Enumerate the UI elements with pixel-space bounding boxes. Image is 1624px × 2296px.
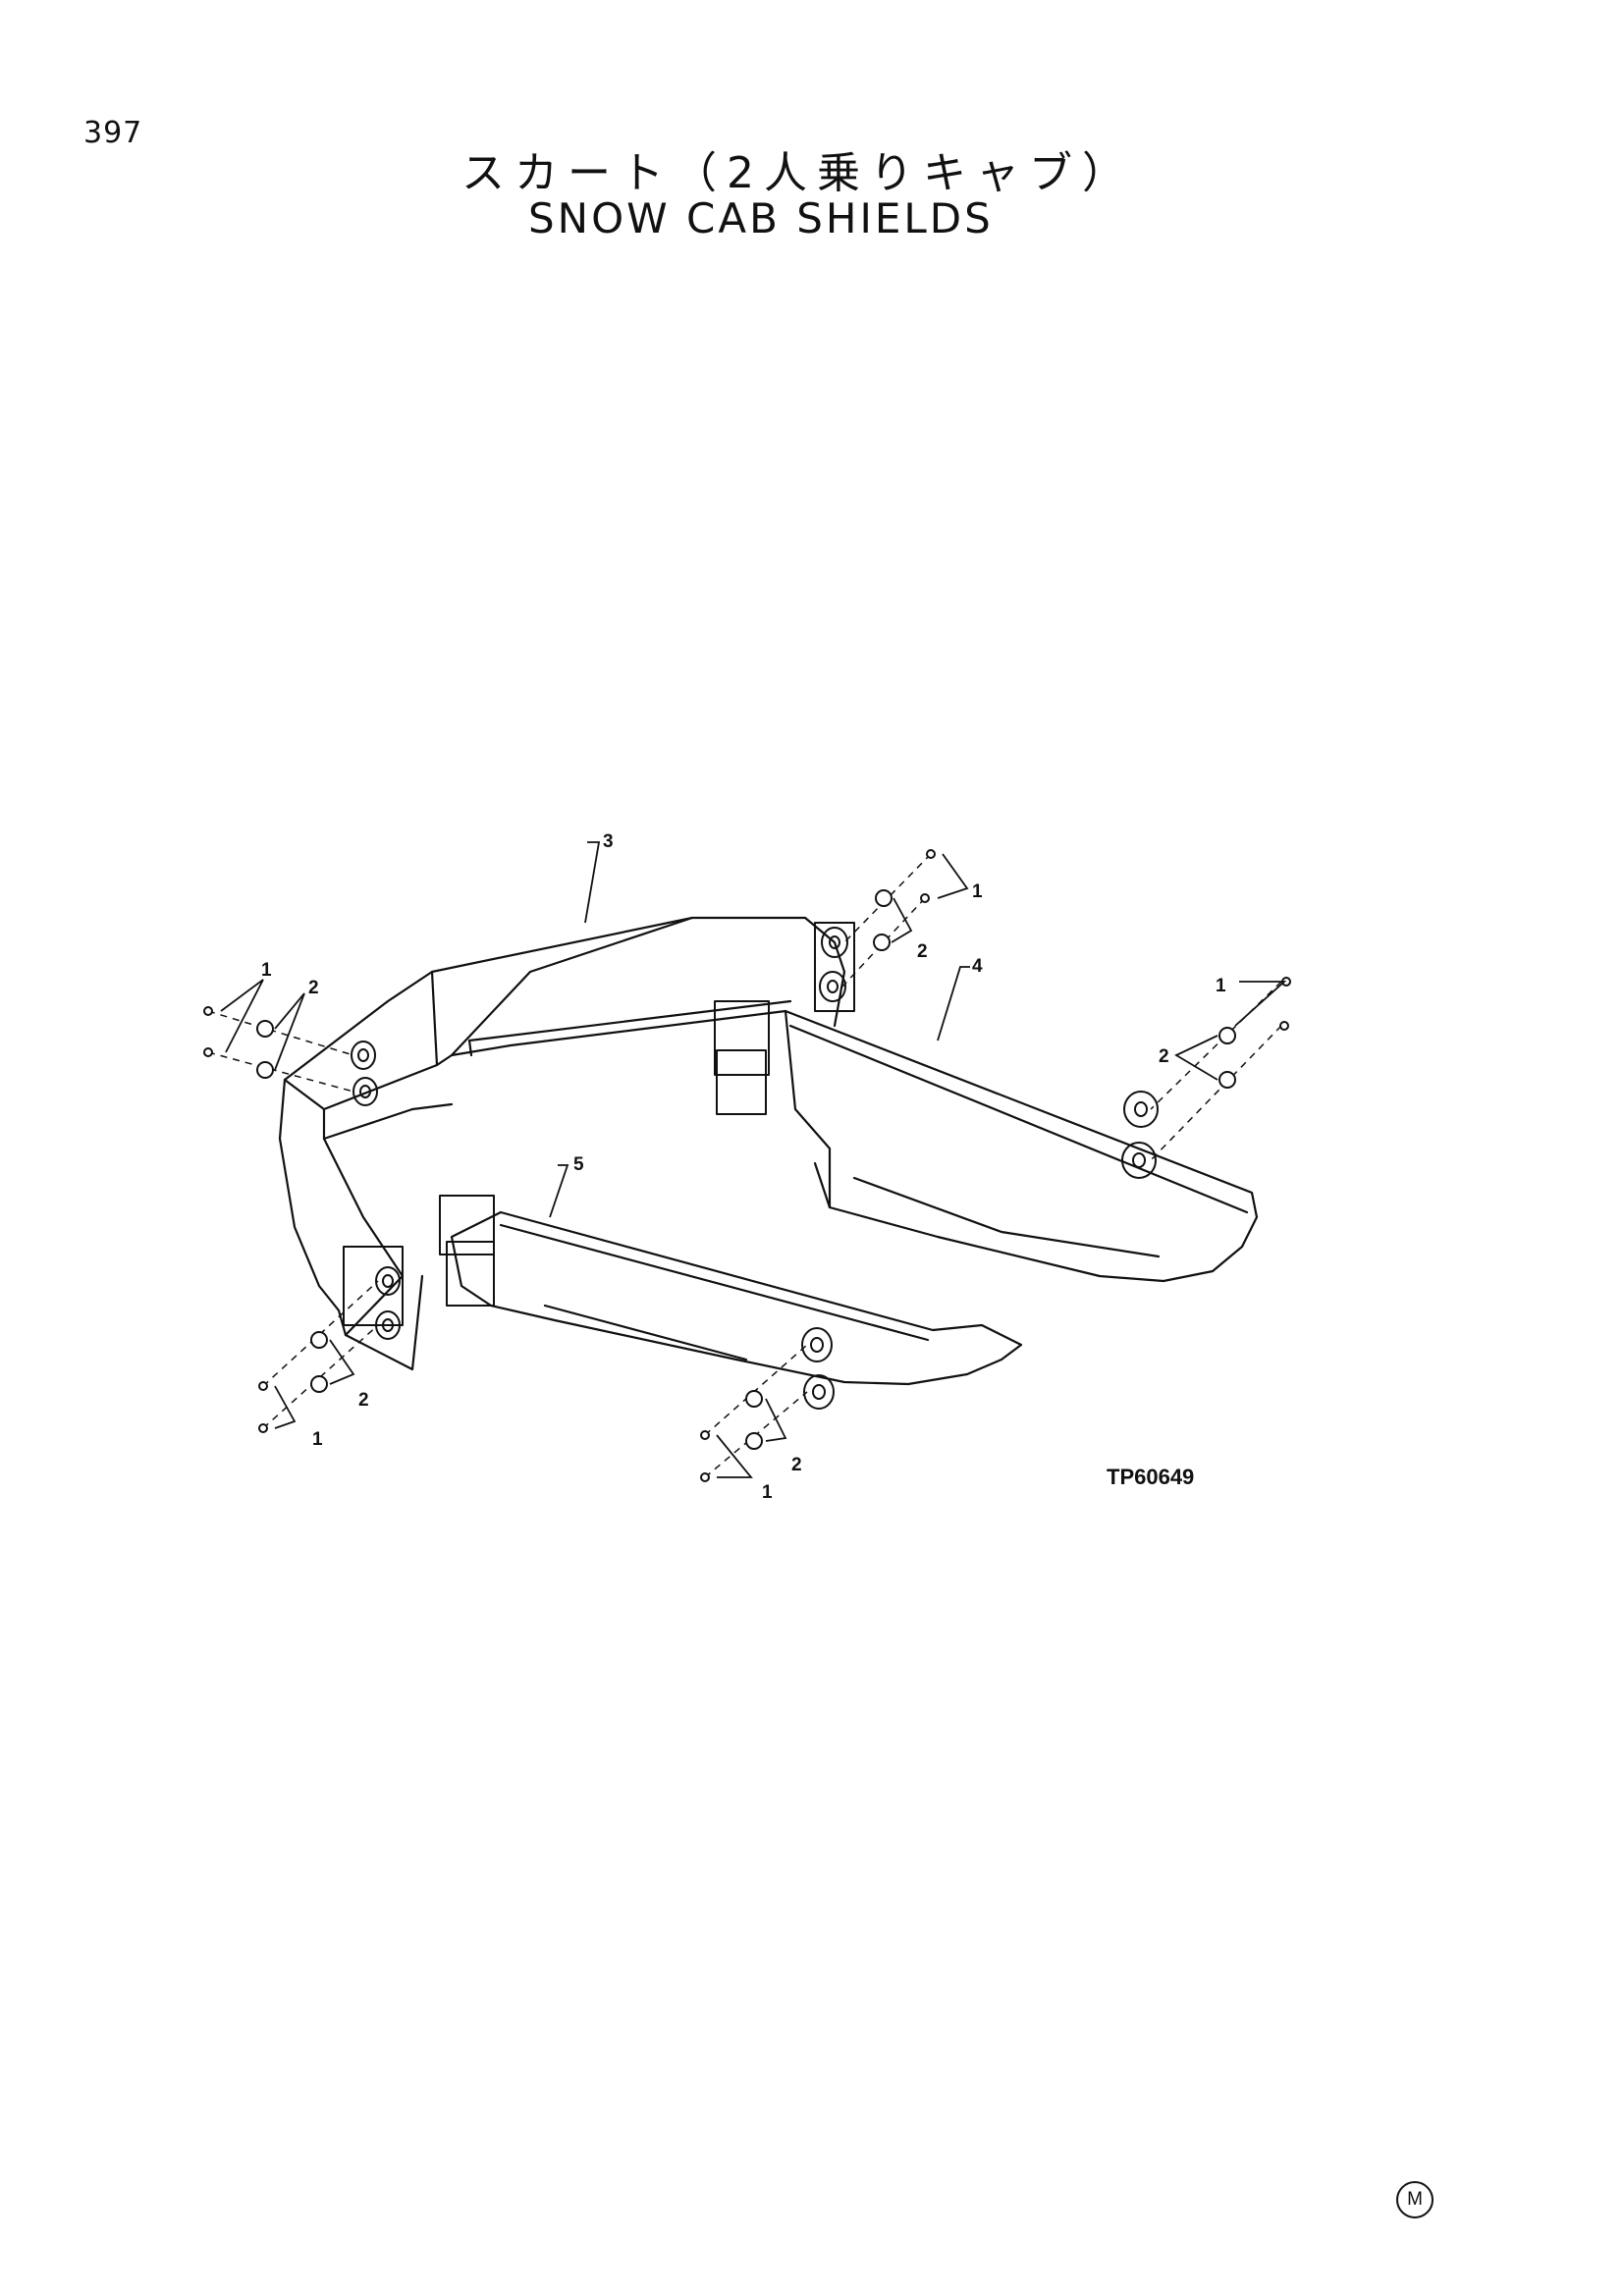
front-shield-part-5 xyxy=(450,1210,1023,1386)
right-shield-part-4 xyxy=(784,1009,1259,1283)
callout-1-front: 1 xyxy=(762,1482,773,1503)
callout-5: 5 xyxy=(573,1154,584,1175)
brackets xyxy=(343,922,855,1326)
mounting-holes xyxy=(351,927,1159,1410)
rear-shield-part-3 xyxy=(278,916,846,1371)
fasteners xyxy=(203,849,1291,1482)
bolts xyxy=(203,849,1291,1482)
callout-2-left-rear: 2 xyxy=(308,978,319,998)
callout-2-front: 2 xyxy=(791,1455,802,1475)
callout-1-front-left: 1 xyxy=(312,1429,323,1450)
figure-code: TP60649 xyxy=(1107,1465,1195,1489)
title-japanese: スカート（2人乗りキャブ） xyxy=(461,148,1135,198)
leader-lines xyxy=(220,841,1287,1478)
manufacturer-mark: M xyxy=(1396,2181,1434,2218)
callout-2-top: 2 xyxy=(917,941,928,962)
callout-4: 4 xyxy=(972,956,983,977)
callout-1-top: 1 xyxy=(972,881,983,902)
callout-1-left-rear: 1 xyxy=(261,960,272,981)
page-number: 397 xyxy=(83,116,143,150)
callout-1-right: 1 xyxy=(1216,976,1226,996)
callout-3: 3 xyxy=(603,831,614,852)
callout-2-right: 2 xyxy=(1159,1046,1169,1067)
callout-2-front-left: 2 xyxy=(358,1390,369,1411)
exploded-view-lines xyxy=(207,853,1282,1478)
title-english: SNOW CAB SHIELDS xyxy=(528,194,994,242)
washers xyxy=(256,889,1236,1450)
